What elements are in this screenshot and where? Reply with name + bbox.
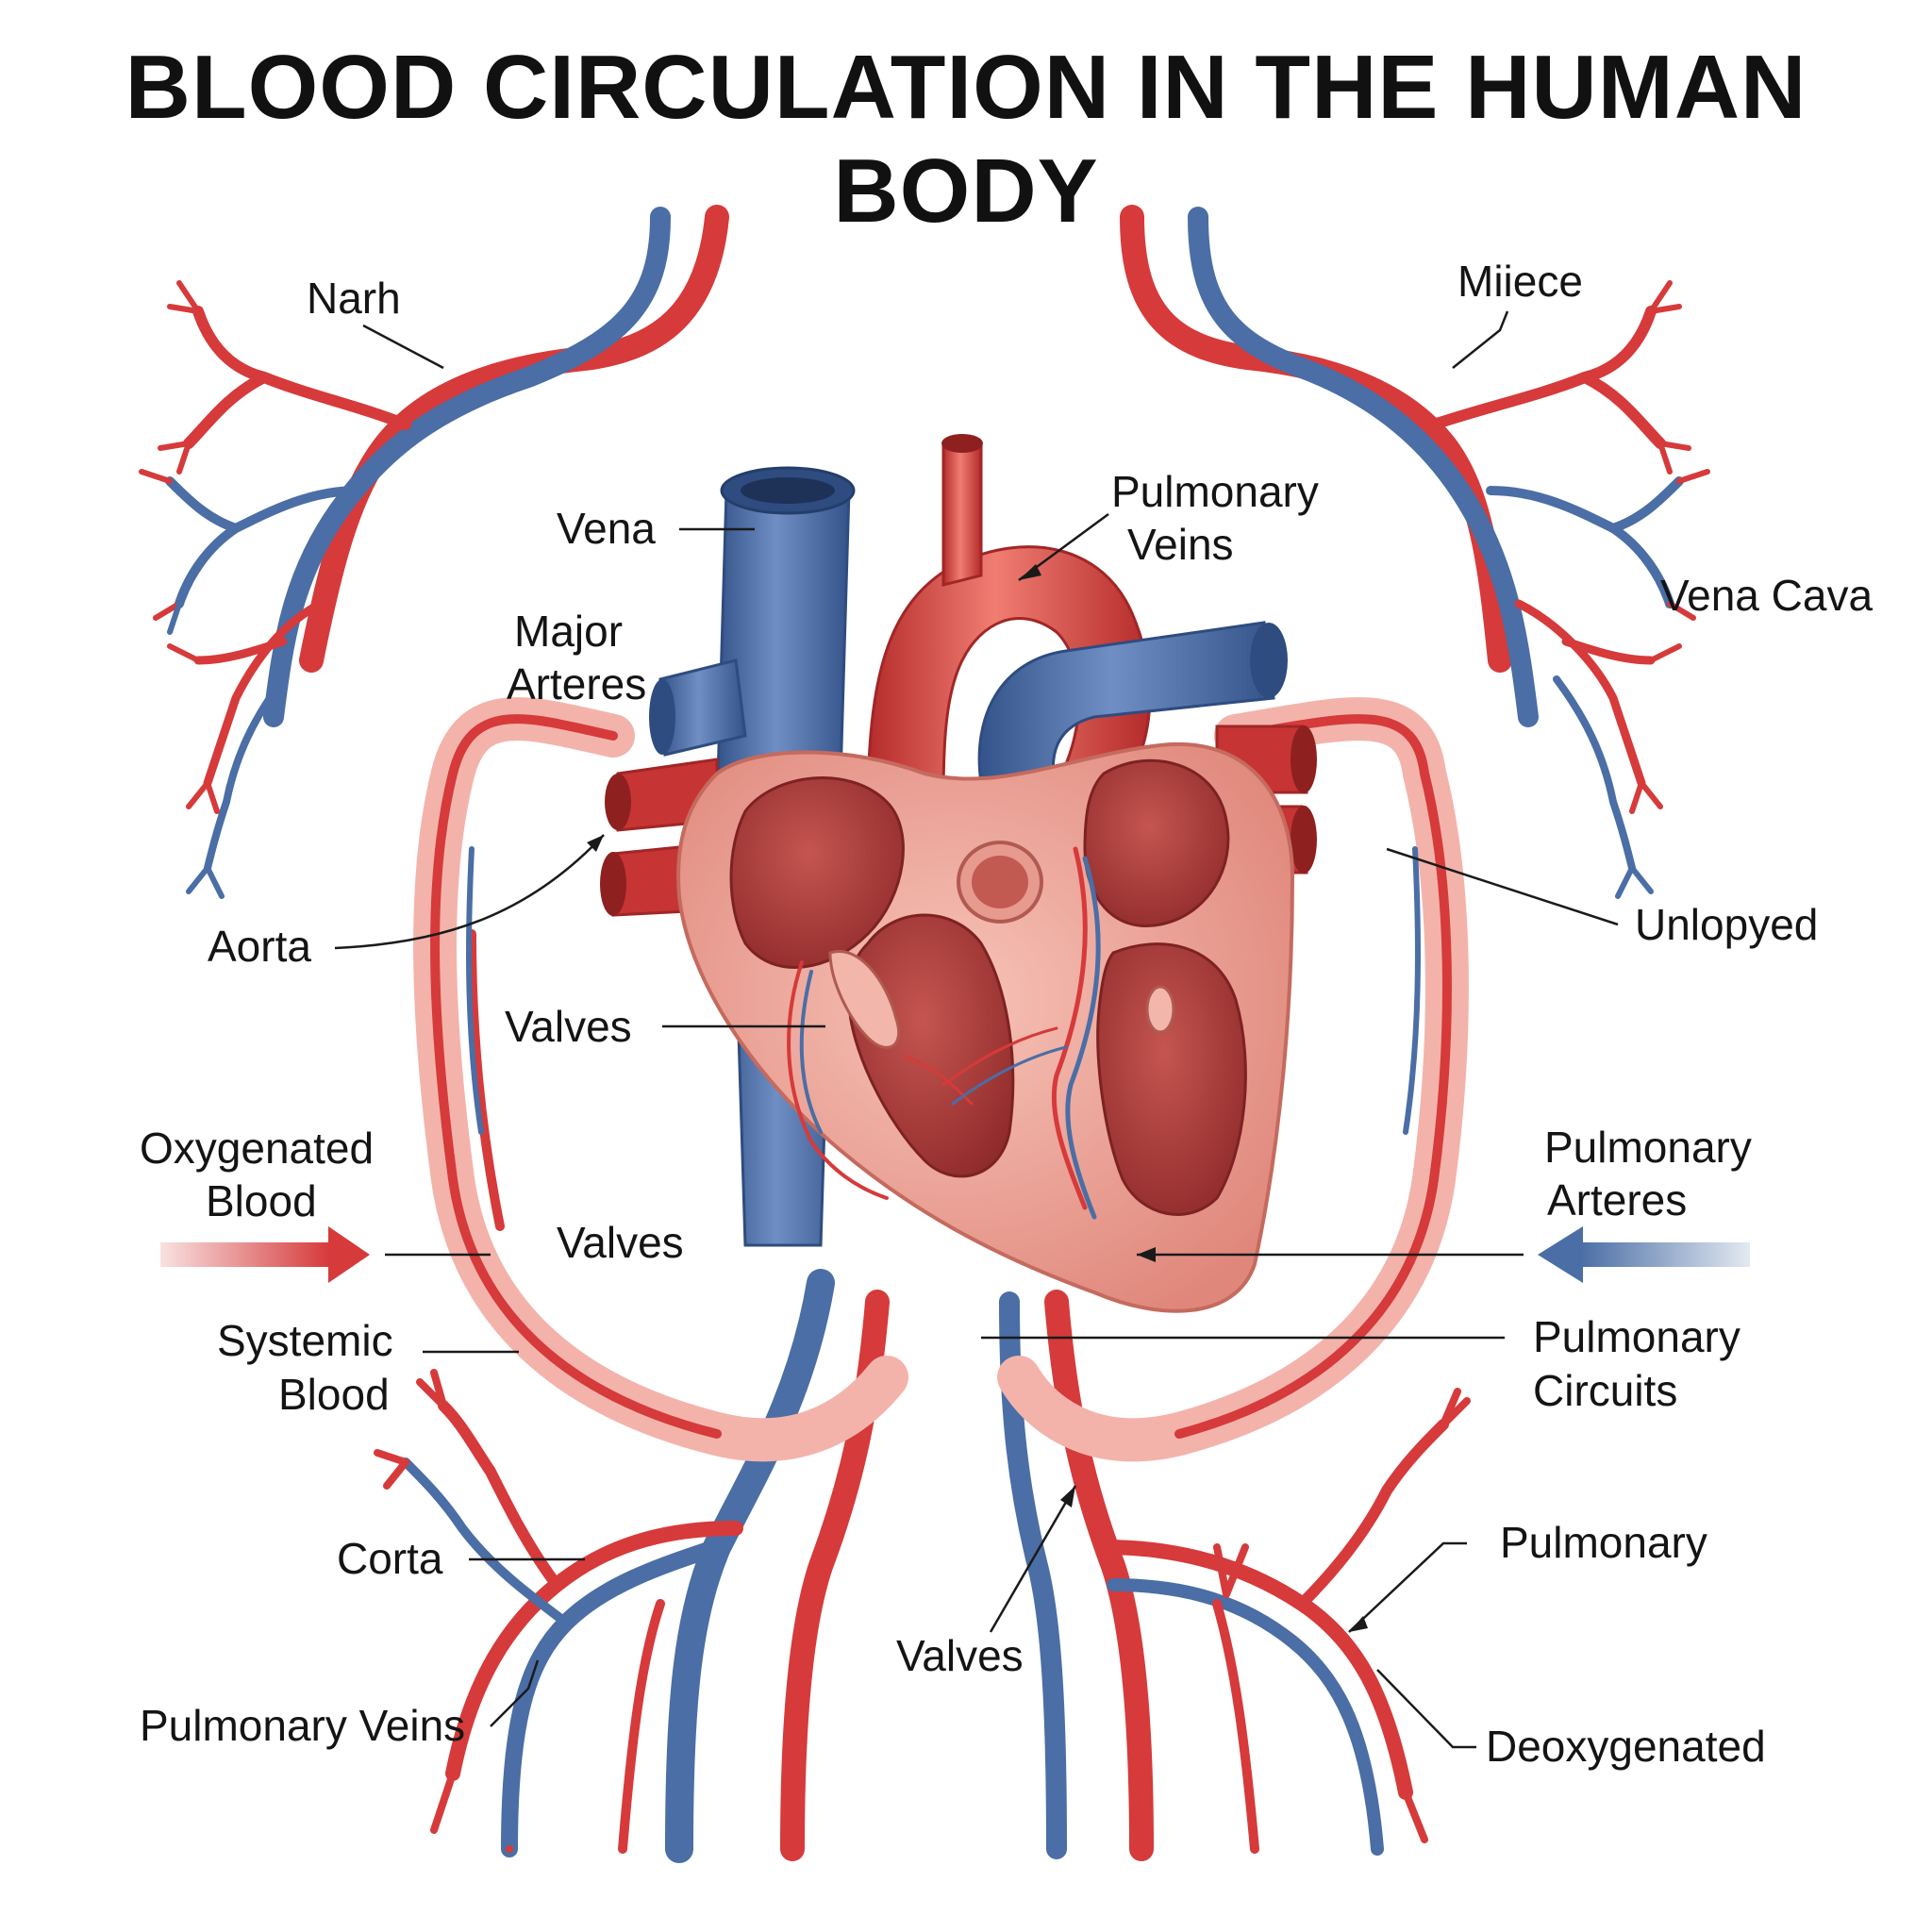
upper-right-vessel-tree: [1120, 205, 1710, 899]
label-major-arteres-2: Arteres: [507, 659, 646, 708]
label-vena: Vena: [557, 504, 656, 553]
label-pulmonary-veins-top-2: Veins: [1127, 520, 1234, 569]
label-pulmonary-arteres: Pulmonary: [1544, 1123, 1752, 1172]
label-aorta: Aorta: [208, 922, 311, 971]
label-valves-lower: Valves: [896, 1631, 1024, 1680]
label-systemic-blood-2: Blood: [278, 1370, 390, 1419]
coronary-vessels: [787, 846, 1101, 1220]
heart-chambers: [729, 758, 1247, 1216]
pulmonary-trunk: [977, 621, 1288, 794]
label-vena-cava: Vena Cava: [1660, 571, 1873, 620]
label-pulmonary-veins-top: Pulmonary: [1111, 467, 1319, 516]
oxygenated-arrow: [160, 1226, 370, 1283]
label-oxygenated-blood: Oxygenated: [140, 1124, 374, 1173]
label-miiece: Miiece: [1457, 257, 1583, 306]
right-pulmonary-loop: [997, 697, 1469, 1462]
label-pulmonary-circuits-2: Circuits: [1533, 1366, 1677, 1415]
label-valves-middle: Valves: [557, 1218, 684, 1267]
label-unlopyed: Unlopyed: [1635, 900, 1818, 949]
lower-right-vessel-tree: [999, 1290, 1471, 1861]
lower-left-vessel-tree: [374, 1269, 890, 1863]
label-major-arteres: Major: [514, 607, 623, 656]
deoxygenated-arrow: [1538, 1226, 1750, 1283]
labels: Narh Miiece Vena Pulmonary Veins Major A…: [140, 257, 1873, 1771]
label-pulmonary-circuits: Pulmonary: [1533, 1312, 1740, 1361]
label-pulmonary-veins-bottom: Pulmonary Veins: [140, 1701, 465, 1750]
upper-left-vessel-tree: [139, 205, 729, 899]
leader-lines: [334, 310, 1619, 1749]
label-systemic-blood: Systemic: [217, 1316, 393, 1365]
label-deoxygenated: Deoxygenated: [1486, 1722, 1766, 1771]
label-valves-upper: Valves: [505, 1002, 632, 1051]
label-oxygenated-blood-2: Blood: [206, 1176, 317, 1225]
label-corta: Corta: [337, 1534, 443, 1583]
page-title: BLOOD CIRCULATION IN THE HUMAN BODY: [125, 37, 1807, 242]
aorta-arch: [866, 434, 1152, 823]
label-pulmonary-arteres-2: Arteres: [1547, 1175, 1687, 1224]
left-pulmonary-vein: [649, 658, 747, 757]
left-systemic-loop: [413, 697, 908, 1462]
label-pulmonary: Pulmonary: [1500, 1518, 1707, 1567]
label-narh: Narh: [307, 274, 401, 323]
